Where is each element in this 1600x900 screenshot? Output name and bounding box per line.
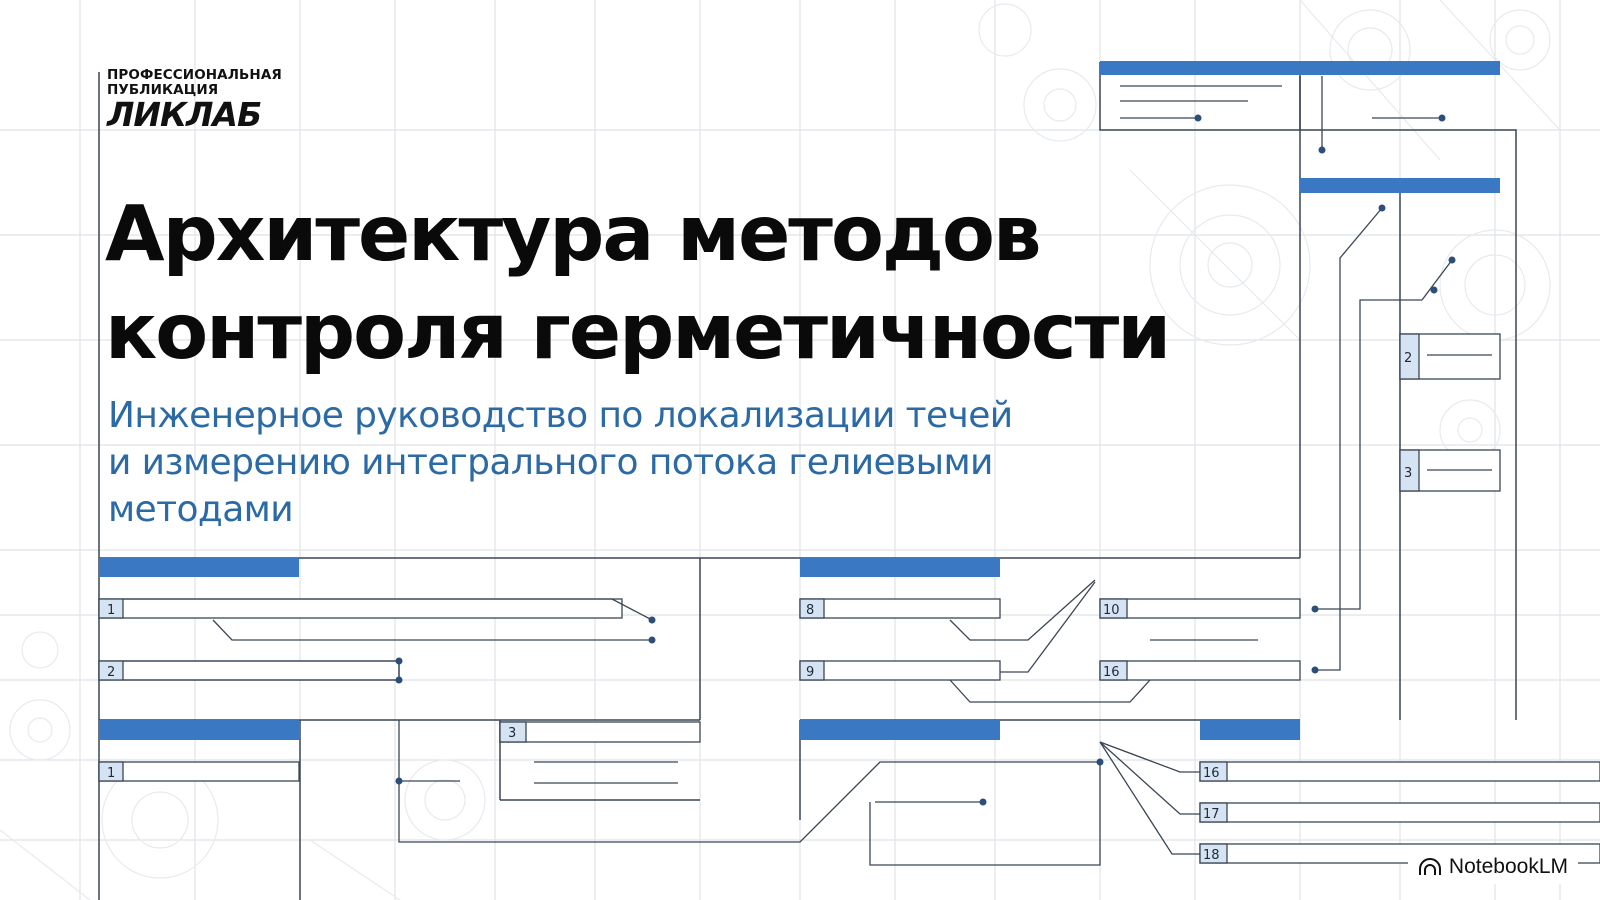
- subtitle-line-2: и измерению интегрального потока гелиевы…: [108, 442, 993, 483]
- notebooklm-badge[interactable]: NotebookLM: [1407, 850, 1578, 884]
- brand-name: ЛИКЛАБ: [107, 95, 262, 134]
- box-label-a2: 2: [107, 665, 115, 680]
- box-label-r3: 3: [1404, 466, 1412, 481]
- decorative-circles: [9, 3, 1551, 879]
- title-line-1: Архитектура методов: [105, 190, 1042, 279]
- brand-line-2: ПУБЛИКАЦИЯ: [107, 82, 219, 98]
- connector-lines: [123, 207, 1492, 866]
- box-label-d16: 16: [1103, 665, 1120, 680]
- box-label-r2: 2: [1404, 351, 1412, 366]
- box-label-e17: 17: [1203, 807, 1220, 822]
- box-label-b3: 3: [508, 726, 516, 741]
- page-title: Архитектура методов контроля герметичнос…: [105, 186, 1171, 382]
- title-line-2: контроля герметичности: [105, 288, 1171, 377]
- accent-bars: [99, 61, 1500, 740]
- label-boxes: [98, 333, 1600, 864]
- top-panel: [1120, 76, 1442, 150]
- page-subtitle: Инженерное руководство по локализации те…: [108, 392, 1013, 533]
- box-label-e18: 18: [1203, 848, 1220, 863]
- box-label-a1: 1: [107, 603, 115, 618]
- badge-label: NotebookLM: [1448, 855, 1568, 878]
- brand-line-1: ПРОФЕССИОНАЛЬНАЯ: [107, 67, 282, 83]
- box-label-c9: 9: [806, 665, 814, 680]
- box-label-c8: 8: [806, 603, 814, 618]
- notebooklm-icon: [1418, 858, 1441, 875]
- subtitle-line-3: методами: [108, 489, 294, 530]
- box-label-d10: 10: [1103, 603, 1120, 618]
- box-label-b1: 1: [107, 766, 115, 781]
- subtitle-line-1: Инженерное руководство по локализации те…: [108, 395, 1013, 436]
- connector-dots: [395, 114, 1456, 806]
- box-label-e16: 16: [1203, 766, 1220, 781]
- brand-logo: ПРОФЕССИОНАЛЬНАЯ ПУБЛИКАЦИЯ ЛИКЛАБ: [107, 68, 282, 132]
